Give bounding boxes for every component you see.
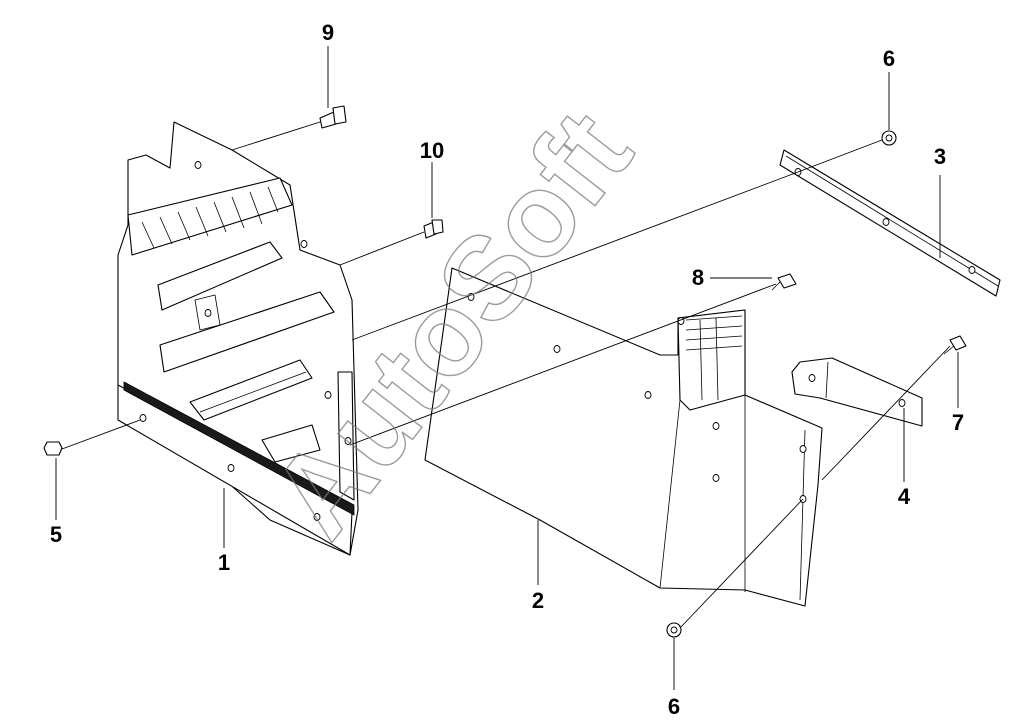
callout-8: 8 [692,265,704,290]
part-2-center-shield [424,267,823,607]
callout-labels: 1 2 3 4 5 6 6 7 8 9 10 [50,20,964,719]
callout-3: 3 [934,144,946,169]
fastener-9-bolt [319,105,347,129]
part-1-shield-panel [117,121,359,556]
callout-6-bottom: 6 [668,694,680,719]
fastener-7-bolt [943,335,967,355]
callout-1: 1 [218,550,230,575]
callout-4: 4 [898,484,911,509]
fastener-5-bolt [43,441,63,456]
callout-10: 10 [420,138,444,163]
callout-2: 2 [532,588,544,613]
assembly-lines [61,121,951,629]
part-3-strip-bracket [779,149,1001,297]
callout-leaders [55,46,959,690]
fastener-6-nut-bottom [666,622,682,638]
callout-5: 5 [50,522,62,547]
part-4-small-bracket [791,357,923,427]
fastener-6-nut-top [881,130,897,146]
callout-9: 9 [322,20,334,45]
callout-6-top: 6 [883,46,895,71]
fastener-8-bolt [771,273,797,291]
callout-7: 7 [952,410,964,435]
fastener-10-bolt [423,219,444,239]
